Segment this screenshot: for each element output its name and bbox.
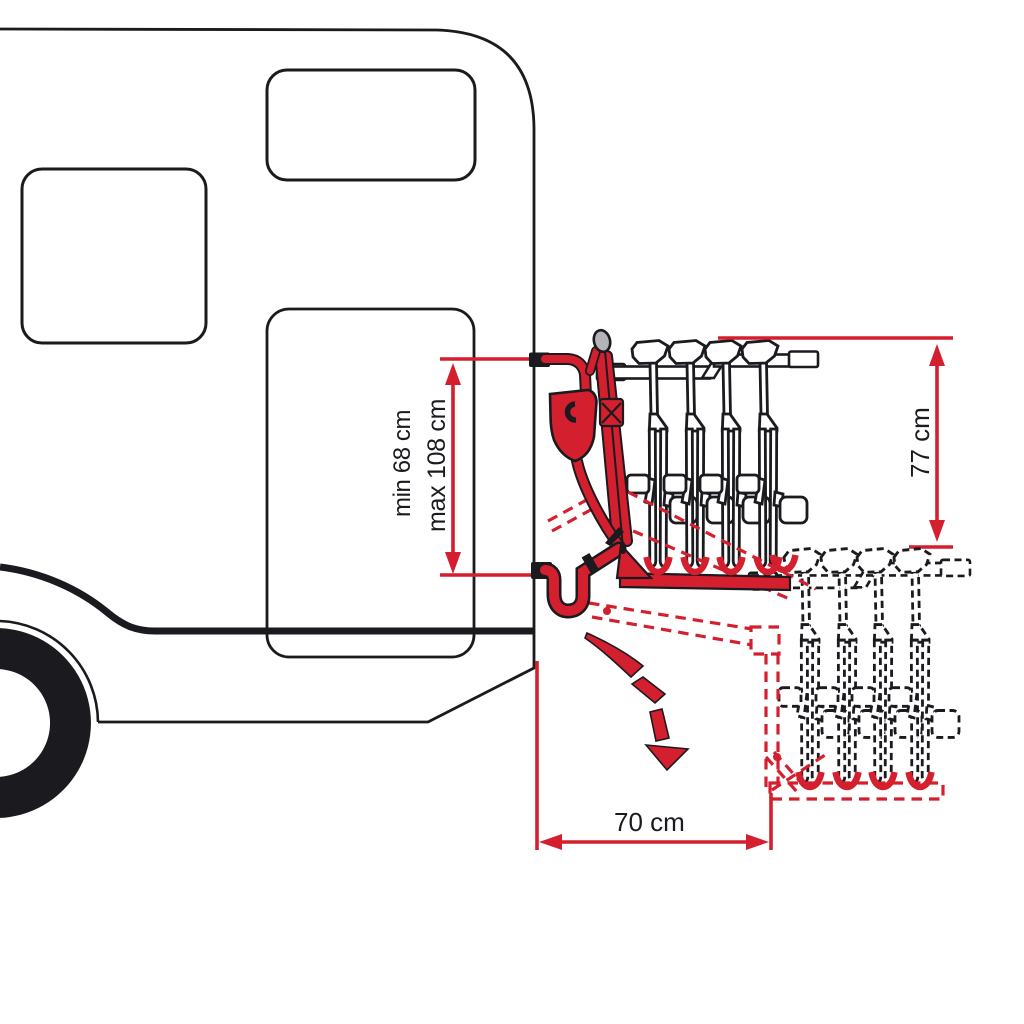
svg-text:max 108 cm: max 108 cm: [423, 399, 451, 532]
svg-text:70 cm: 70 cm: [614, 807, 685, 837]
svg-text:min 68 cm: min 68 cm: [389, 410, 416, 517]
svg-text:77 cm: 77 cm: [905, 407, 935, 478]
